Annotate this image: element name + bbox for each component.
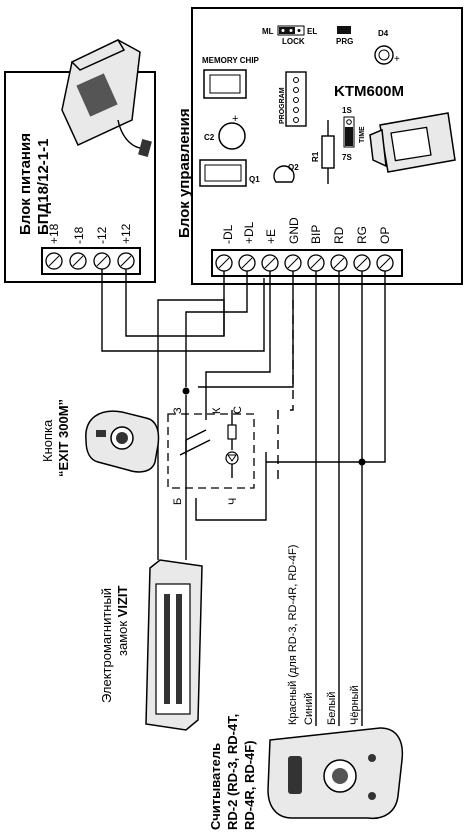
program-label: PROGRAM [279, 87, 286, 124]
reader-line1: Считыватель [208, 743, 223, 830]
relay-q1: Q1 [199, 159, 260, 187]
time-jumper: 1S TIME 7S [342, 106, 366, 162]
ps-term-label-1: -18 [72, 226, 86, 244]
button-pin-b: Б [172, 498, 184, 505]
ps-term-label-0: +18 [47, 223, 61, 244]
cu-term-label-7: OP [378, 227, 392, 244]
button-pin-k: К [211, 407, 223, 414]
r1-label: R1 [311, 151, 320, 162]
cu-term-label-1: +DL [242, 221, 256, 244]
transistor-q2: Q2 [273, 163, 299, 183]
reader-wire-red: Красный (для RD-3, RD-4R, RD-4F) [287, 545, 299, 725]
jumper-el-label: EL [307, 27, 317, 36]
button-pin-s: С [232, 406, 244, 414]
cu-term-label-0: -DL [221, 224, 235, 244]
capacitor-c2: C2 + [204, 113, 246, 150]
control-unit-title: Блок управления [176, 108, 193, 238]
power-supply: Блок питания БПД18/12-1-1 +18 -18 -12 +1… [4, 39, 156, 283]
c2-label: C2 [204, 133, 215, 142]
reader-wire-black: Чёрный [349, 685, 361, 725]
lock-line2-brand: VIZIT [115, 585, 130, 617]
exit-button-title: Кнопка [40, 419, 55, 462]
q1-label: Q1 [249, 175, 260, 184]
control-unit-reader-picture [369, 112, 456, 173]
control-unit-model: KTM600M [334, 83, 404, 100]
cu-term-label-5: RD [332, 226, 346, 244]
cu-terminal-screws [215, 254, 394, 272]
button-pin-ch: Ч [227, 498, 239, 505]
memory-chip: MEMORY CHIP [202, 56, 260, 99]
q2-label: Q2 [288, 163, 299, 172]
reader: Красный (для RD-3, RD-4R, RD-4F) Синий Б… [208, 545, 404, 830]
prg-jumper: PRG [336, 26, 353, 46]
c2-plus: + [232, 113, 238, 125]
power-supply-title: Блок питания [17, 133, 34, 235]
reader-wire-blue: Синий [303, 693, 315, 725]
power-supply-model: БПД18/12-1-1 [35, 139, 52, 235]
reader-line2: RD-2 (RD-3, RD-4T, [225, 714, 240, 830]
ps-terminal-screws [45, 252, 135, 270]
memory-chip-label: MEMORY CHIP [202, 56, 260, 65]
cu-term-label-3: GND [287, 217, 301, 244]
jumper-lock-label: LOCK [282, 37, 305, 46]
time-1s-label: 1S [342, 106, 352, 115]
electromagnetic-lock: Электромагнитный замок VIZIT [99, 559, 203, 731]
button-pin-z: З [172, 407, 184, 414]
exit-button-circuit: З К С Б Ч [167, 406, 255, 505]
cu-term-label-2: +E [264, 229, 278, 244]
control-unit: Блок управления ML EL LOCK PRG D4 + MEMO… [176, 7, 463, 285]
lock-line1: Электромагнитный [99, 588, 114, 703]
ps-term-label-2: -12 [95, 226, 109, 244]
lock-line2: замок VIZIT [115, 585, 130, 656]
d4-led: D4 + [374, 29, 400, 65]
time-7s-label: 7S [342, 153, 352, 162]
cu-term-label-4: BIP [309, 225, 323, 244]
d4-label: D4 [378, 29, 389, 38]
d4-plus: + [394, 54, 400, 65]
resistor-r1: R1 [311, 120, 335, 184]
program-connector: PROGRAM [279, 71, 307, 127]
power-supply-picture [61, 39, 152, 158]
lock-line2-prefix: замок [115, 617, 130, 656]
prg-label: PRG [336, 37, 353, 46]
ps-term-label-3: +12 [119, 223, 133, 244]
time-label: TIME [359, 126, 366, 143]
cu-term-label-6: RG [355, 226, 369, 244]
exit-button-picture: Кнопка “EXIT 300M” [40, 399, 160, 477]
exit-button-model: “EXIT 300M” [56, 399, 71, 477]
lock-jumper: ML EL LOCK [262, 25, 317, 46]
jumper-ml-label: ML [262, 27, 274, 36]
reader-wire-white: Белый [326, 692, 338, 725]
reader-line3: RD-4R, RD-4F) [242, 740, 257, 830]
wires [101, 269, 386, 726]
